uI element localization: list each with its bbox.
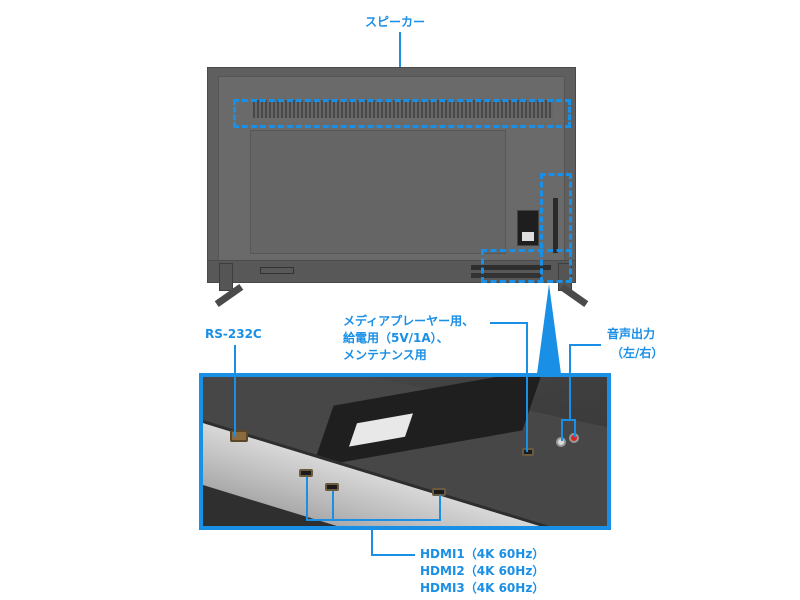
audio-leader-inner-up bbox=[569, 377, 571, 421]
audio-leader-inner-v1 bbox=[561, 419, 563, 441]
terminal-closeup-panel bbox=[199, 373, 611, 530]
rating-label-sticker bbox=[517, 210, 539, 246]
stand-right-foot bbox=[559, 284, 589, 307]
terminal-highlight-box-lower bbox=[481, 249, 572, 283]
rs232c-label: RS-232C bbox=[205, 327, 262, 341]
rs232c-leader-inner bbox=[234, 377, 236, 437]
hdmi-leader-horizontal bbox=[371, 554, 415, 556]
hdmi2-port bbox=[325, 483, 339, 491]
usb-port bbox=[522, 448, 534, 456]
terminal-highlight-box-upper bbox=[540, 173, 572, 283]
audio-out-label-line2: （左/右） bbox=[611, 346, 664, 360]
hdmi1-label: HDMI1（4K 60Hz） bbox=[420, 547, 545, 561]
usb-leader-horizontal bbox=[490, 322, 528, 324]
usb-leader-inner bbox=[526, 377, 528, 452]
bottom-vent-slot bbox=[471, 265, 551, 270]
rs232c-port bbox=[230, 430, 248, 442]
audio-leader-horizontal bbox=[569, 344, 601, 346]
stand-left-post bbox=[219, 263, 233, 291]
rs232c-port-cover bbox=[260, 267, 294, 274]
speaker-grille bbox=[253, 100, 553, 118]
zoom-pointer-triangle bbox=[537, 284, 561, 374]
tv-back-cover bbox=[250, 130, 506, 254]
audio-out-label-line1: 音声出力 bbox=[607, 327, 656, 341]
speaker-label: スピーカー bbox=[365, 15, 426, 29]
hdmi1-port bbox=[299, 469, 313, 477]
side-terminal-strip bbox=[553, 198, 558, 253]
usb-label-line2: 給電用（5V/1A）、 bbox=[343, 331, 449, 345]
hdmi1-leader-inner bbox=[306, 477, 308, 521]
hdmi2-label: HDMI2（4K 60Hz） bbox=[420, 564, 545, 578]
speaker-highlight-box bbox=[233, 99, 571, 128]
hdmi2-leader-inner bbox=[332, 491, 334, 521]
hdmi3-label: HDMI3（4K 60Hz） bbox=[420, 581, 545, 595]
audio-leader-inner-v2 bbox=[574, 419, 576, 437]
hdmi3-leader-inner bbox=[439, 495, 441, 521]
usb-label-line1: メディアプレーヤー用、 bbox=[343, 314, 475, 328]
hdmi-leader-join bbox=[306, 519, 441, 521]
tv-back-panel bbox=[207, 67, 576, 283]
bottom-vent-slot bbox=[471, 273, 541, 278]
hdmi-leader-vertical bbox=[371, 530, 373, 556]
usb-label-line3: メンテナンス用 bbox=[343, 348, 427, 362]
audio-leader-inner-h bbox=[561, 419, 576, 421]
